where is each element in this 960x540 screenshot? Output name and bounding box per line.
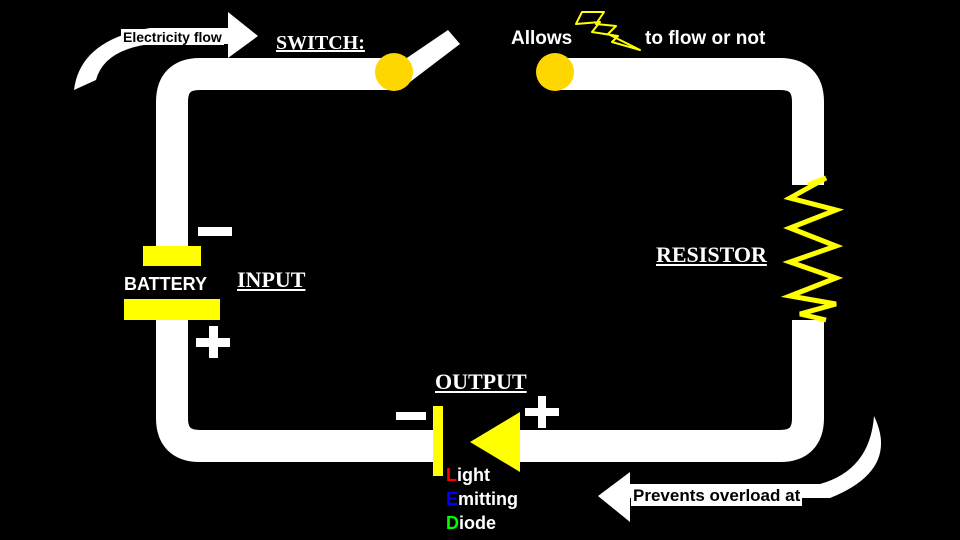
battery-minus-sign-icon — [198, 227, 232, 236]
led-rest-emitting: mitting — [458, 489, 519, 509]
wire-left-top — [156, 58, 392, 246]
wire-right — [555, 58, 824, 185]
led-initial-e: E — [446, 489, 459, 509]
led-minus-sign-icon — [396, 412, 426, 420]
prevents-label: Prevents overload at — [631, 486, 803, 506]
zigzag-resistor-icon — [780, 175, 845, 323]
led-rest-diode: iode — [459, 513, 497, 533]
led-plus-sign-icon-v — [538, 396, 546, 428]
electricity-flow-label: Electricity flow — [121, 29, 224, 45]
wire-left-bottom — [156, 320, 436, 462]
wire-right-bottom — [520, 320, 824, 462]
battery-plate-positive — [124, 299, 220, 320]
output-label: OUTPUT — [435, 369, 527, 394]
led-line-diode: Diode — [446, 513, 496, 534]
led-rest-light: ight — [457, 465, 490, 485]
switch-contact-right — [536, 53, 574, 91]
diode-bar — [433, 406, 443, 476]
battery-plus-sign-icon-v — [209, 326, 218, 358]
allows-label: Allows — [511, 28, 573, 49]
input-label: INPUT — [237, 267, 306, 292]
diode-triangle-icon — [470, 412, 520, 472]
led-initial-d: D — [446, 513, 459, 533]
led-line-light: Light — [446, 465, 490, 486]
battery-label: BATTERY — [124, 274, 207, 294]
led-line-emitting: Emitting — [446, 489, 518, 510]
to-flow-label: to flow or not — [645, 28, 766, 49]
lightning-bolt-icon — [575, 11, 641, 51]
switch-contact-left — [375, 53, 413, 91]
switch-label: SWITCH: — [276, 32, 365, 54]
resistor-label: RESISTOR — [656, 242, 767, 267]
battery-plate-negative — [143, 246, 201, 266]
led-initial-l: L — [446, 465, 457, 485]
